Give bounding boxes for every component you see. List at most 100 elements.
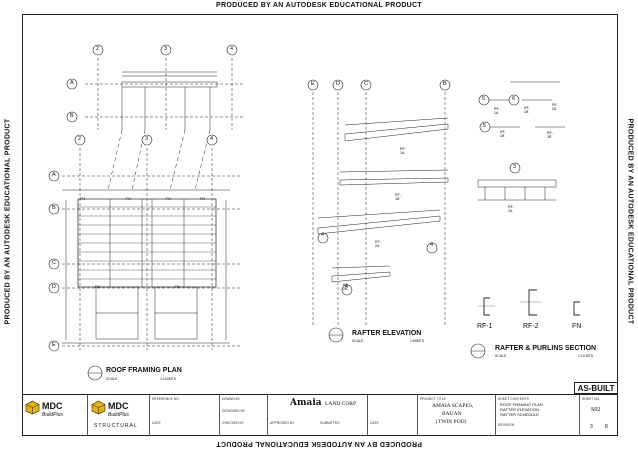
detail-bubble-5a <box>478 94 490 106</box>
grid-bubble-plan-upper-4 <box>226 44 238 56</box>
view-scale-value-rafter-elevation: 1:50MTS <box>410 339 425 343</box>
label-revision: REVISION <box>498 423 515 427</box>
grid-bubble-plan-upper-b <box>66 111 78 123</box>
brand-right-cube-icon <box>91 400 106 415</box>
view-scale-rafter-elevation: SCALE <box>352 339 364 343</box>
detail-bubble-6 <box>508 94 520 106</box>
sheet-of-b: 8 <box>605 424 608 430</box>
project-location: BAUAN <box>442 411 462 417</box>
grid-bubble-plan-e <box>48 340 60 352</box>
section-profiles-drawing <box>478 289 580 316</box>
view-title-roof-framing-plan: ROOF FRAMING PLAN <box>106 367 182 374</box>
label-row-a: A <box>52 172 56 178</box>
label-col-2-upper: 2 <box>96 46 100 52</box>
sheet-title-2: RAFTER ELEVATION <box>500 407 539 412</box>
tb-sheet-no: SHEET NO. S02 3 8 <box>580 395 618 436</box>
tb-drawn: DRAWN BY DESIGNED BY CHECKED BY <box>220 395 268 436</box>
roof-framing-plan-drawing <box>62 148 240 350</box>
grid-bubble-elev-c <box>360 79 372 91</box>
grid-bubble-plan-4 <box>206 134 218 146</box>
grid-bubble-plan-2 <box>74 134 86 146</box>
grid-bubble-elev-e <box>307 79 319 91</box>
label-col-4-upper: 4 <box>230 46 234 52</box>
label-date-1: DATE <box>152 421 161 425</box>
label-elev-b: B <box>443 81 447 87</box>
tb-brand-left: MDC BuildPlus <box>22 395 88 436</box>
plan-upper-framing <box>85 58 245 130</box>
title-block: MDC BuildPlus MDC BuildPlus STRUCTURAL R… <box>22 394 618 436</box>
rafter-tag-2b: RF-2B <box>343 283 349 291</box>
purlin-tag-6: FN <box>175 285 180 289</box>
rafter-tag-1b: RF-1B <box>395 193 401 201</box>
label-detail-6: 6 <box>512 96 516 102</box>
label-col-2: 2 <box>78 136 82 142</box>
project-type: (TWIN POD) <box>436 419 467 425</box>
label-submitted: SUBMITTED <box>320 421 340 425</box>
view-scale-value-roof-framing-plan: 1:100MTS <box>160 377 177 381</box>
label-elev-e: E <box>311 81 315 87</box>
label-section-4c: 4 <box>345 284 349 290</box>
grid-bubble-plan-upper-3 <box>160 44 172 56</box>
tb-brand-right: MDC BuildPlus STRUCTURAL <box>88 395 150 436</box>
label-date-2: DATE <box>370 421 379 425</box>
label-row-e: E <box>52 342 56 348</box>
plan-connectors <box>107 129 211 191</box>
label-row-b: B <box>52 205 56 211</box>
purlin-tag-4: FN <box>200 197 205 201</box>
purlin-tag-5: FN <box>95 285 100 289</box>
tb-client: Amaia LAND CORP APPROVED BY SUBMITTED <box>268 395 368 436</box>
detail-tag-rf1b: RF-1B <box>500 130 506 138</box>
label-elev-d: D <box>336 81 340 87</box>
section-tag-rf2a: RF-2A <box>508 205 514 213</box>
rafter-tag-2a: RF-2A <box>375 240 381 248</box>
label-checked-by: CHECKED BY <box>222 421 245 425</box>
label-row-b-upper: B <box>70 113 74 119</box>
section-bubble-4b <box>426 242 438 254</box>
label-row-c: C <box>52 260 56 266</box>
grid-bubble-plan-upper-2 <box>92 44 104 56</box>
sheet-title-1: ROOF FRAMING PLAN <box>500 402 543 407</box>
rafter-elevation-drawing <box>312 92 449 325</box>
label-approved-by: APPROVED BY <box>270 421 295 425</box>
client-logo: Amaia <box>290 398 322 408</box>
label-col-3-upper: 3 <box>164 46 168 52</box>
tb-sheet-contents: SHEET CONTENTS ROOF FRAMING PLAN RAFTER … <box>496 395 580 436</box>
label-reference: REFERENCE NO. <box>152 397 180 401</box>
label-col-3: 3 <box>145 136 149 142</box>
detail-tag-rf1a: RF-1A <box>494 107 500 115</box>
section-bubble-4c <box>341 284 353 296</box>
rafter-tag-1a: RF-1A <box>400 147 406 155</box>
grid-bubble-plan-3 <box>141 134 153 146</box>
brand-right-logo: MDC <box>108 401 129 411</box>
label-detail-5b: 5 <box>483 123 487 129</box>
drawing-sheet-border <box>22 14 618 436</box>
label-row-a-upper: A <box>70 80 74 86</box>
label-drawn-by: DRAWN BY <box>222 397 241 401</box>
detail-tag-rf2b: RF-2B <box>547 131 553 139</box>
grid-bubble-plan-a <box>48 170 60 182</box>
tb-reference: REFERENCE NO. DATE <box>150 395 220 436</box>
sheet-no: S02 <box>591 407 601 413</box>
view-scale-rafter-purlins-section: SCALE <box>495 354 507 358</box>
label-row-d: D <box>52 284 56 290</box>
section-label-rf2: RF-2 <box>523 323 539 330</box>
client-name: LAND CORP <box>325 401 357 407</box>
tb-dates: DATE <box>368 395 418 436</box>
section-label-rf1: RF-1 <box>477 323 493 330</box>
detail-tag-rf2a-top: RF-2A <box>552 103 558 111</box>
as-built-stamp: AS-BUILT <box>574 382 618 394</box>
detail-bubble-5b <box>479 121 491 133</box>
label-sheet-contents: SHEET CONTENTS <box>498 397 529 401</box>
label-project-title: PROJECT TITLE <box>420 397 446 401</box>
brand-left-sub: BuildPlus <box>42 412 63 418</box>
project-name: AMAIA SCAPES, <box>432 403 474 409</box>
brand-left-logo: MDC <box>42 401 63 411</box>
label-section-4b: 4 <box>430 242 434 248</box>
view-scale-roof-framing-plan: SCALE <box>106 377 118 381</box>
purlin-tag-3: FN <box>166 197 171 201</box>
section-label-fn: FN <box>572 323 582 330</box>
view-scale-value-rafter-purlins-section: 1:10 MTS <box>578 354 594 358</box>
section-bubble-3 <box>509 162 521 174</box>
rafter-details-drawing <box>477 81 565 201</box>
